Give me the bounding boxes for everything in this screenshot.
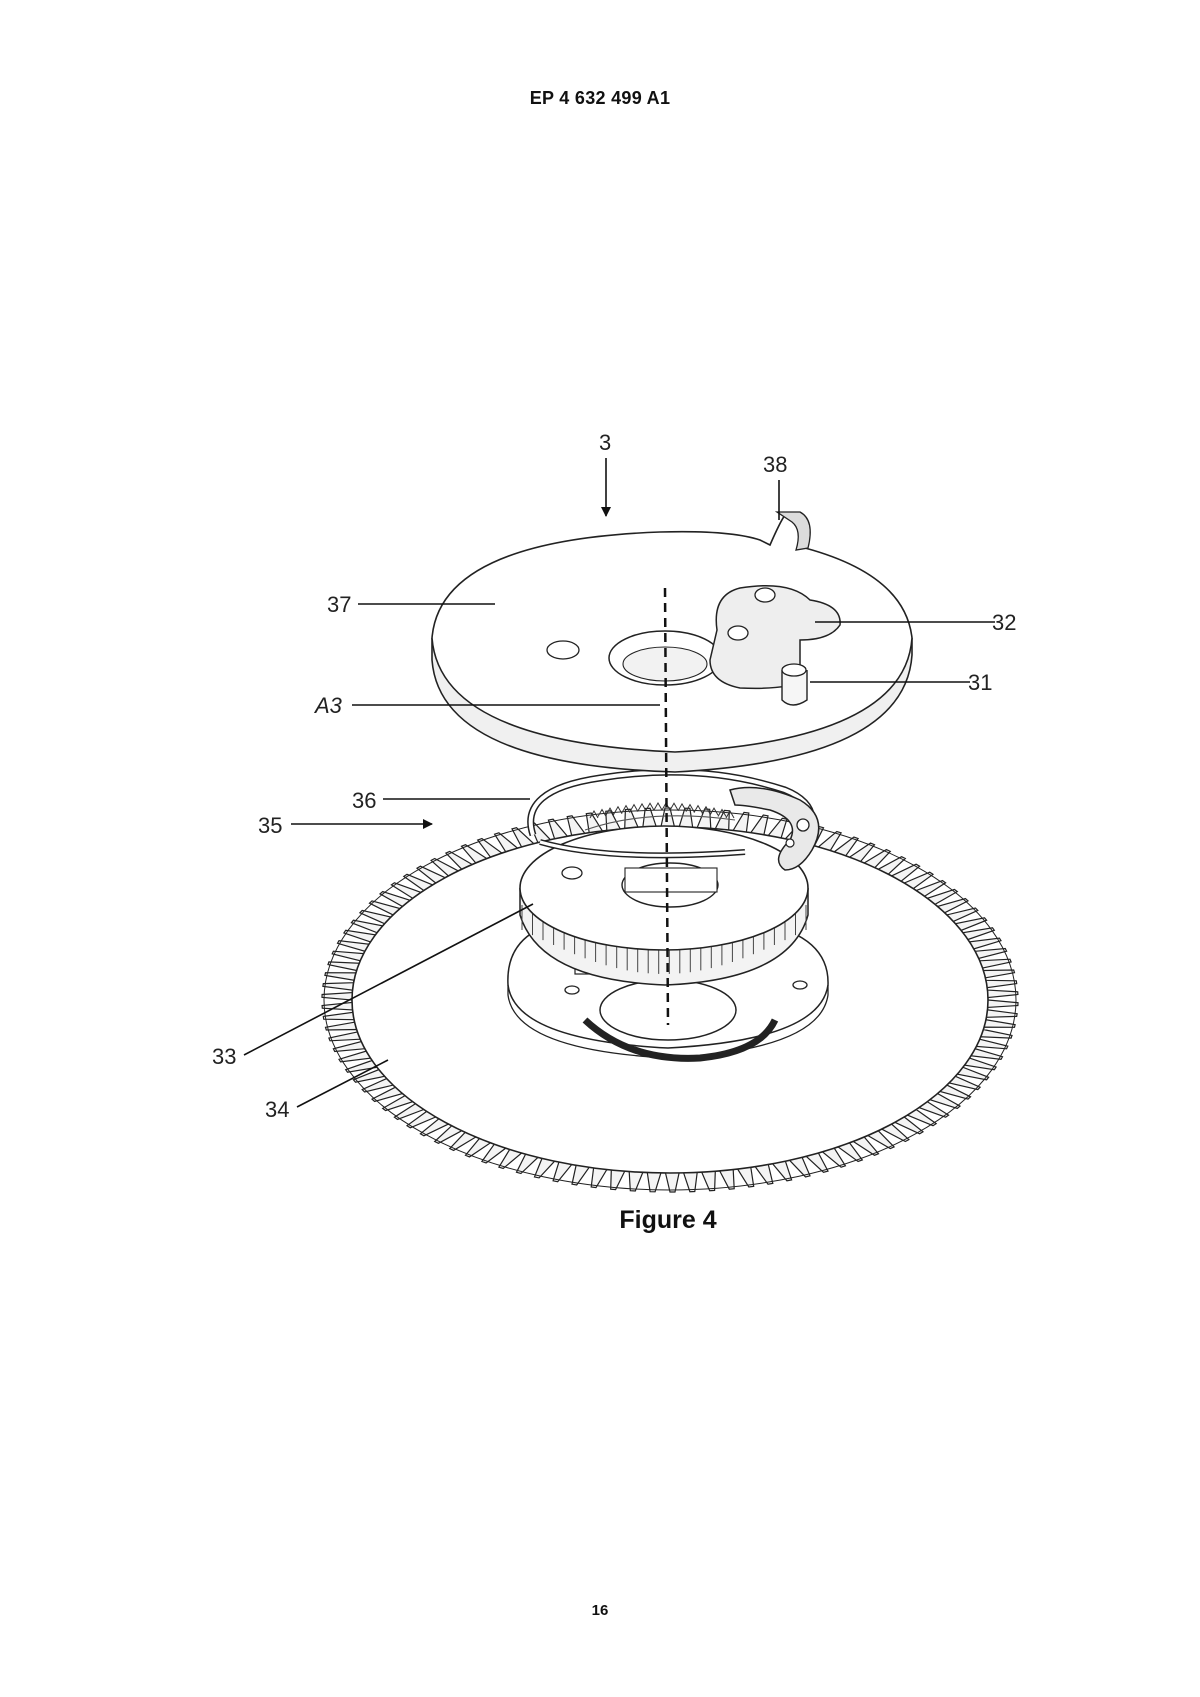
- label-36: 36: [352, 788, 376, 813]
- disc-33: [519, 825, 809, 986]
- label-33: 33: [212, 1044, 236, 1069]
- top-plate-37: [431, 511, 913, 773]
- ratchet-teeth: [589, 802, 735, 819]
- label-37: 37: [327, 592, 351, 617]
- label-a3: A3: [313, 693, 343, 718]
- label-35: 35: [258, 813, 282, 838]
- label-34: 34: [265, 1097, 289, 1122]
- page-number: 16: [591, 1602, 609, 1619]
- figure-caption: Figure 4: [619, 1206, 717, 1234]
- axis-a3: [663, 587, 670, 1026]
- patent-number: EP 4 632 499 A1: [529, 88, 671, 108]
- label-38: 38: [763, 452, 787, 477]
- leader-lines: [243, 458, 995, 1108]
- label-32: 32: [992, 610, 1016, 635]
- label-31: 31: [968, 670, 992, 695]
- label-3: 3: [599, 430, 611, 455]
